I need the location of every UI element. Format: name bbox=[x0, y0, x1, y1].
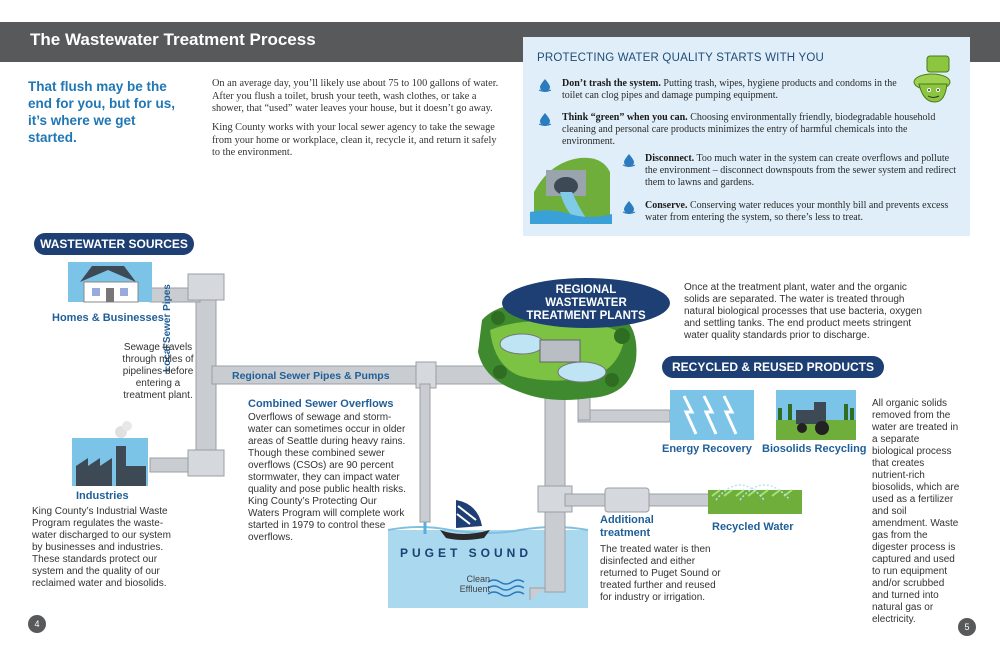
treatment-plants-oval bbox=[502, 278, 670, 328]
plants-text: Once at the treatment plant, water and t… bbox=[684, 282, 922, 341]
clean-effluent-label: Clean Effluent bbox=[459, 574, 490, 594]
cso-pipe bbox=[419, 383, 431, 523]
house-icon bbox=[68, 262, 152, 303]
tip-dont-trash: Don’t trash the system. Putting trash, w… bbox=[562, 78, 897, 101]
industries-text: King County’s Industrial Waste Program r… bbox=[32, 506, 171, 589]
regional-pipes-label: Regional Sewer Pipes & Pumps bbox=[232, 370, 390, 382]
water-drop-icon bbox=[538, 79, 552, 92]
tagline: That flush may be the end for you, but f… bbox=[28, 79, 175, 145]
outfall-illustration bbox=[530, 157, 612, 224]
page-number-right: 5 bbox=[958, 618, 976, 636]
water-drop-icon bbox=[538, 113, 552, 126]
tip-conserve: Conserve. Conserving water reduces your … bbox=[645, 200, 949, 223]
water-drop-icon bbox=[622, 201, 636, 214]
biosolids-text: All organic solids removed from the wate… bbox=[872, 398, 960, 625]
page-number-left: 4 bbox=[28, 615, 46, 633]
sailboat-icon bbox=[440, 500, 490, 540]
energy-recovery-label: Energy Recovery bbox=[662, 443, 752, 455]
intro-paragraph-1: On an average day, you’ll likely use abo… bbox=[212, 78, 499, 114]
wastewater-sources-pill: WASTEWATER SOURCES bbox=[34, 233, 194, 255]
recycled-water-label: Recycled Water bbox=[712, 521, 794, 533]
additional-treatment-unit bbox=[604, 487, 650, 513]
additional-treatment-label: Additional treatment bbox=[600, 514, 654, 539]
biosolids-label: Biosolids Recycling bbox=[762, 443, 867, 455]
tip-disconnect: Disconnect. Too much water in the system… bbox=[645, 153, 957, 188]
homes-label: Homes & Businesses bbox=[52, 312, 164, 324]
page-title: The Wastewater Treatment Process bbox=[30, 30, 316, 49]
recycled-water-icon bbox=[708, 484, 802, 514]
treatment-plants-title: REGIONAL WASTEWATER TREATMENT PLANTS bbox=[526, 284, 646, 322]
cso-text: Overflows of sewage and storm-water can … bbox=[248, 412, 406, 543]
water-drop-icon bbox=[622, 154, 636, 167]
recycled-products-pill: RECYCLED & REUSED PRODUCTS bbox=[662, 356, 884, 378]
intro-paragraph-2: King County works with your local sewer … bbox=[212, 122, 497, 158]
biosolids-tractor-icon bbox=[776, 390, 856, 440]
energy-recovery-icon bbox=[670, 390, 754, 440]
puget-sound-label: PUGET SOUND bbox=[400, 546, 533, 560]
tip-think-green: Think “green” when you can. Choosing env… bbox=[562, 112, 936, 147]
sewage-travels-text: Sewage travels through miles of pipeline… bbox=[122, 342, 194, 401]
cso-title: Combined Sewer Overflows bbox=[248, 398, 394, 410]
toilet-icon bbox=[913, 55, 951, 103]
water-quality-title: PROTECTING WATER QUALITY STARTS WITH YOU bbox=[537, 52, 825, 64]
industries-label: Industries bbox=[76, 490, 129, 502]
factory-icon bbox=[72, 421, 148, 486]
treatment-plant-illustration bbox=[478, 303, 637, 400]
treated-water-text: The treated water is then disinfected an… bbox=[600, 544, 721, 603]
